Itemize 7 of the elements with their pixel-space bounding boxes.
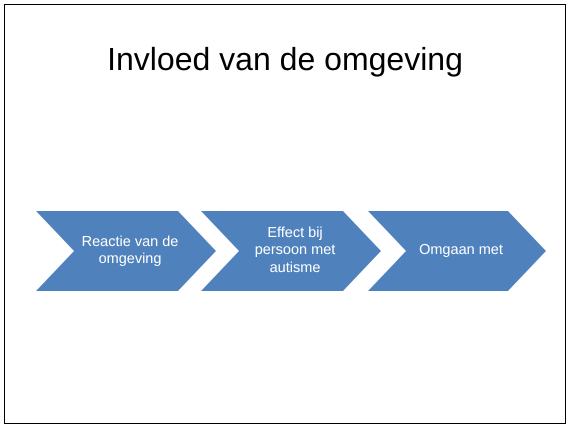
step-label: Omgaan met	[418, 241, 504, 260]
chevron-shape	[36, 211, 216, 291]
chevron-shape	[201, 211, 381, 291]
chevron-shape	[368, 211, 546, 291]
step-label: Effect bij persoon met autisme	[254, 224, 336, 278]
step-label: Reactie van de omgeving	[80, 232, 180, 269]
slide-title: Invloed van de omgeving	[106, 41, 464, 78]
